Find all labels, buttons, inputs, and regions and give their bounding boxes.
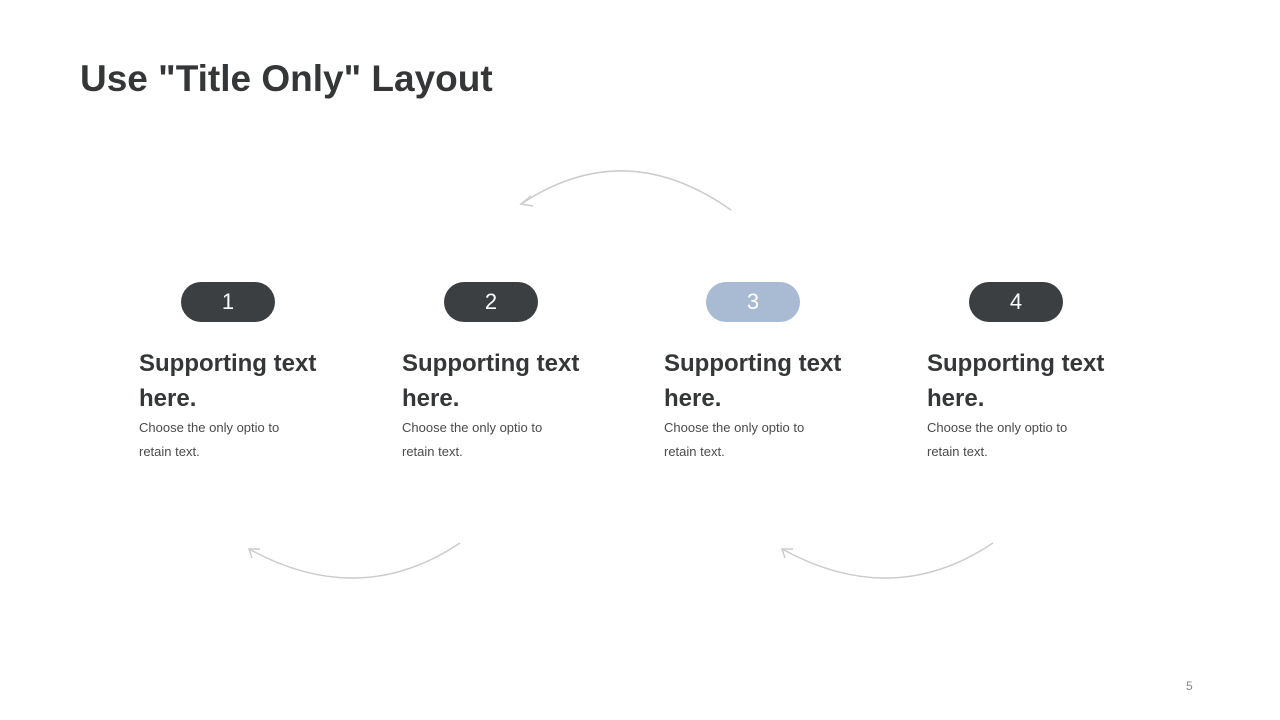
- page-number: 5: [1186, 679, 1193, 693]
- arrow-top: [519, 170, 732, 211]
- step-badge: 2: [444, 282, 538, 322]
- step-badge: 3: [706, 282, 800, 322]
- arrow-bottom-right: [780, 542, 994, 579]
- step-heading: Supporting text here.: [139, 350, 317, 412]
- step-heading: Supporting text here.: [664, 350, 842, 412]
- step-heading: Supporting text here.: [402, 350, 580, 412]
- step-body: Choose the only optio to retain text.: [927, 420, 1068, 459]
- step-badge: 1: [181, 282, 275, 322]
- step-body: Choose the only optio to retain text.: [402, 420, 543, 459]
- step-body: Choose the only optio to retain text.: [664, 420, 805, 459]
- step-badge: 4: [969, 282, 1063, 322]
- step-body: Choose the only optio to retain text.: [139, 420, 280, 459]
- slide-title: Use "Title Only" Layout: [80, 58, 493, 99]
- arrow-bottom-left: [247, 542, 461, 579]
- step-heading: Supporting text here.: [927, 350, 1105, 412]
